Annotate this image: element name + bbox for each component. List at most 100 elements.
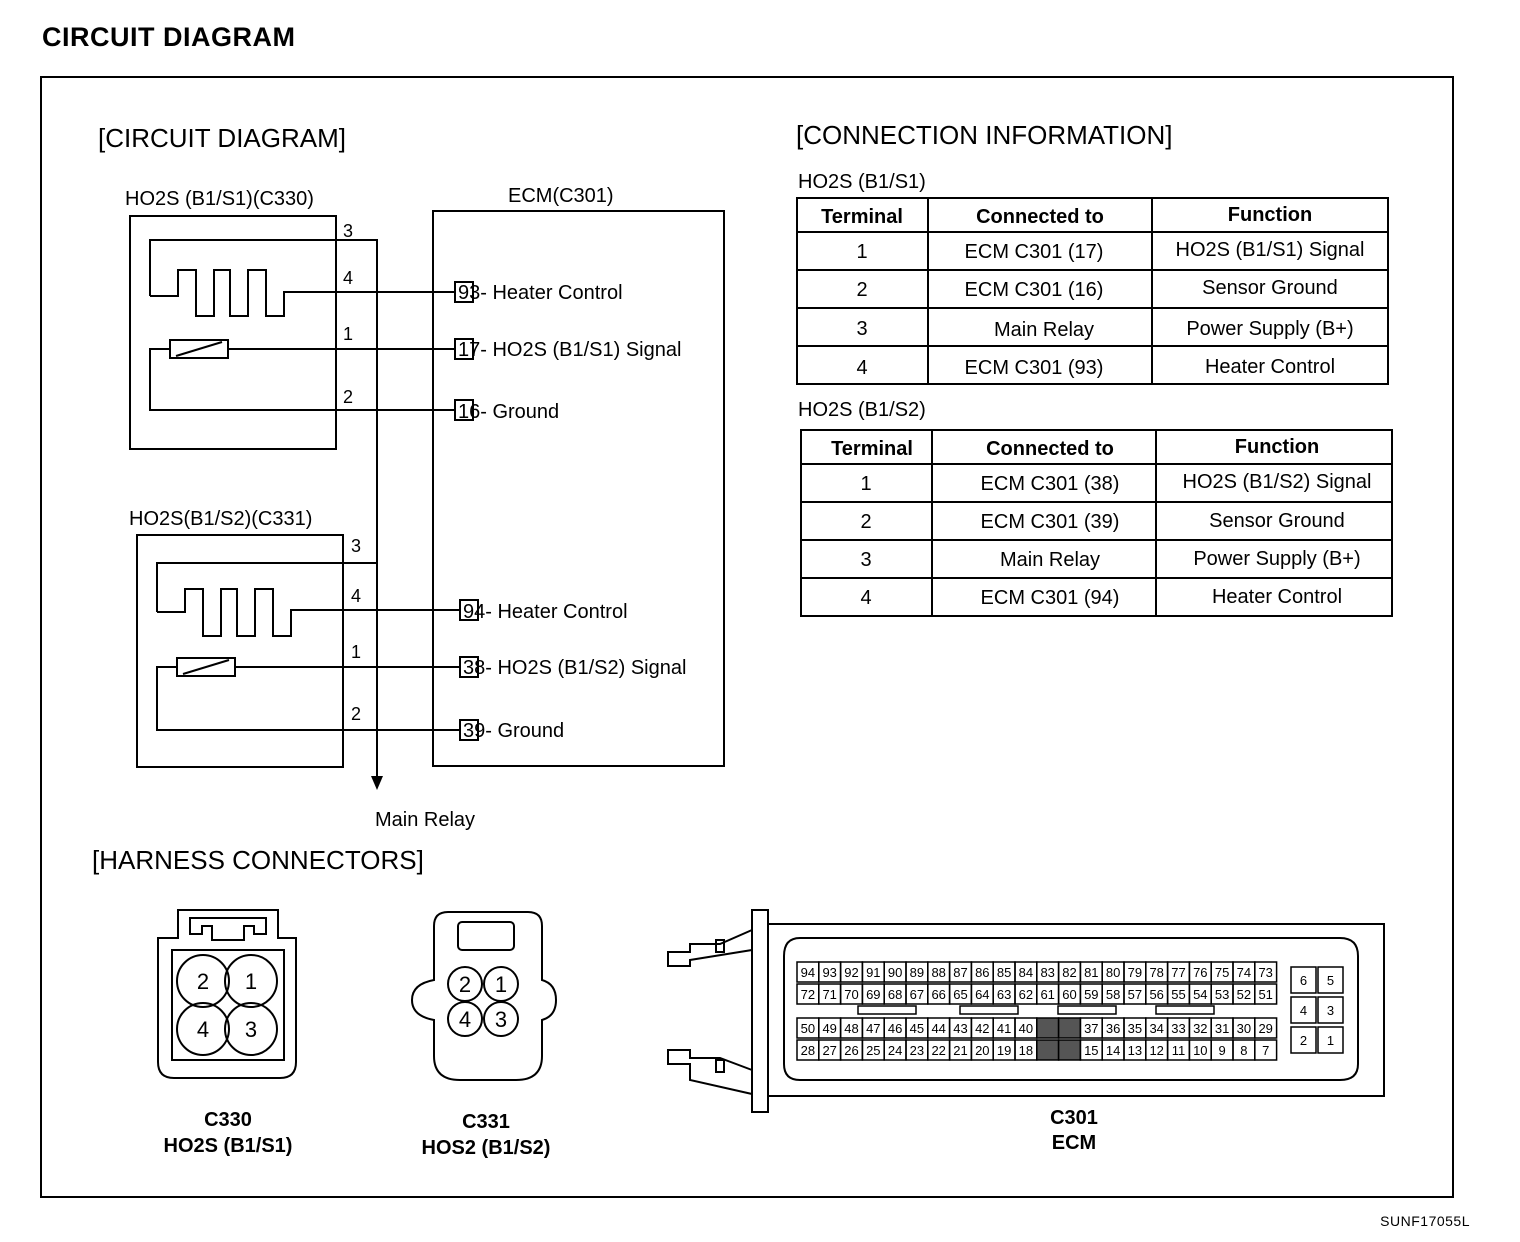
c301-pin-number: 77: [1171, 965, 1185, 980]
c301-pin-number: 33: [1171, 1021, 1185, 1036]
c301-pin-number: 61: [1040, 987, 1054, 1002]
c301-pin-number: 46: [888, 1021, 902, 1036]
c301-pin-number: 64: [975, 987, 989, 1002]
s2-pin-label: 3: [351, 536, 361, 556]
c301-pin-cell: [1057, 1039, 1082, 1061]
c301-pin-number: 74: [1237, 965, 1251, 980]
c301-pin-cell: [1254, 1039, 1278, 1061]
c301-pin-number: 80: [1106, 965, 1120, 980]
s2-supply-wire: [156, 562, 377, 612]
c301-side-number: 5: [1327, 973, 1334, 988]
c301-pin-number: 60: [1062, 987, 1076, 1002]
c301-pin-number: 18: [1019, 1043, 1033, 1058]
ecm-pin-16-box: [454, 399, 474, 421]
c301-pin-number: 83: [1040, 965, 1054, 980]
c331-pin: 1: [495, 972, 507, 997]
c301-pin-number: 94: [801, 965, 815, 980]
ecm-pin-label: 17- HO2S (B1/S1) Signal: [458, 339, 681, 361]
c301-side-number: 6: [1300, 973, 1307, 988]
c301-pin-number: 8: [1240, 1043, 1247, 1058]
c301-side-cell: [1317, 966, 1344, 994]
s2-heater-element: [157, 588, 460, 637]
s1-pin-label: 2: [343, 387, 353, 407]
table-cell: ECM C301 (93): [965, 357, 1104, 379]
c301-pin-number: 86: [975, 965, 989, 980]
c301-pin-number: 87: [953, 965, 967, 980]
image-code: SUNF17055L: [1380, 1213, 1470, 1229]
c330-pin: 2: [197, 969, 209, 994]
c301-key-bar: [959, 1005, 1019, 1015]
c301-pin-number: 78: [1149, 965, 1163, 980]
table-cell: Main Relay: [994, 319, 1094, 341]
c301-pin-number: 89: [910, 965, 924, 980]
table-cell: Main Relay: [1000, 549, 1100, 571]
c301-pin-number: 34: [1149, 1021, 1163, 1036]
c301-key-bar: [1057, 1005, 1117, 1015]
table-cell: 1: [856, 241, 867, 263]
ecm-pin-93-box: [454, 281, 474, 303]
ecm-label: ECM(C301): [508, 185, 614, 207]
s2-sensor-slash: [182, 659, 230, 675]
table-cell: ECM C301 (38): [981, 473, 1120, 495]
s2-sensor-box: [136, 534, 344, 768]
table-header: Function: [1235, 436, 1319, 458]
s1-pin-label: 1: [343, 324, 353, 344]
s2-label: HO2S(B1/S2)(C331): [129, 508, 312, 530]
c301-pin-number: 14: [1106, 1043, 1120, 1058]
c301-pin-cell: [1254, 961, 1278, 983]
c301-pin-number: 27: [822, 1043, 836, 1058]
table-cell: Power Supply (B+): [1193, 548, 1360, 570]
ecm-pin-39-box: [459, 719, 479, 741]
table-cell: HO2S (B1/S1) Signal: [1176, 239, 1365, 261]
c301-pin-number: 10: [1193, 1043, 1207, 1058]
table-cell: ECM C301 (94): [981, 587, 1120, 609]
table-cell: HO2S (B1/S2) Signal: [1183, 471, 1372, 493]
c331-pin: 3: [495, 1007, 507, 1032]
table-cell: 1: [860, 473, 871, 495]
c301-pin-cell: [1254, 1017, 1278, 1039]
table-cell: 3: [860, 549, 871, 571]
s2-ground-wire: [156, 666, 460, 731]
table-cell: Sensor Ground: [1209, 510, 1345, 532]
c301-pin-cell: [1036, 1017, 1060, 1039]
c301-pin-number: 29: [1258, 1021, 1272, 1036]
ecm-pin-label: 38- HO2S (B1/S2) Signal: [463, 657, 686, 679]
connection-table-s2: [800, 429, 1393, 617]
ecm-pin-17-box: [454, 338, 474, 360]
c301-pin-number: 73: [1258, 965, 1272, 980]
circuit-heading: [CIRCUIT DIAGRAM]: [98, 123, 346, 153]
s2-sensor-element: [176, 657, 236, 677]
c301-pin-number: 67: [910, 987, 924, 1002]
c301-pin-number: 35: [1128, 1021, 1142, 1036]
table-cell: Heater Control: [1212, 586, 1342, 608]
ecm-box: [432, 210, 725, 767]
c301-pin-number: 68: [888, 987, 902, 1002]
connection-heading: [CONNECTION INFORMATION]: [796, 120, 1173, 150]
diagram-frame: [40, 76, 1454, 1198]
c301-pin-number: 47: [866, 1021, 880, 1036]
c301-pin-number: 81: [1084, 965, 1098, 980]
s1-pin-label: 4: [343, 268, 353, 288]
c301-pin-number: 48: [844, 1021, 858, 1036]
c301-pin-cell: [1057, 1017, 1082, 1039]
c301-side-number: 4: [1300, 1003, 1307, 1018]
s1-supply-wire: [149, 239, 378, 778]
c301-pin-number: 50: [801, 1021, 815, 1036]
c301-pin-number: 79: [1128, 965, 1142, 980]
ecm-pin-38-box: [459, 656, 479, 678]
c301-pin-number: 54: [1193, 987, 1207, 1002]
c301-name: C301: [1050, 1107, 1098, 1129]
c301-pin-number: 90: [888, 965, 902, 980]
s1-ground-wire: [149, 348, 455, 411]
c301-pin-number: 20: [975, 1043, 989, 1058]
c330-connector: [157, 909, 297, 1079]
c301-pin-number: 22: [931, 1043, 945, 1058]
c301-pin-number: 82: [1062, 965, 1076, 980]
c331-desc: HOS2 (B1/S2): [422, 1137, 551, 1159]
c301-side-number: 1: [1327, 1033, 1334, 1048]
c301-side-cell: [1317, 996, 1344, 1024]
c301-pin-number: 88: [931, 965, 945, 980]
c301-pin-cell: [1036, 1039, 1060, 1061]
